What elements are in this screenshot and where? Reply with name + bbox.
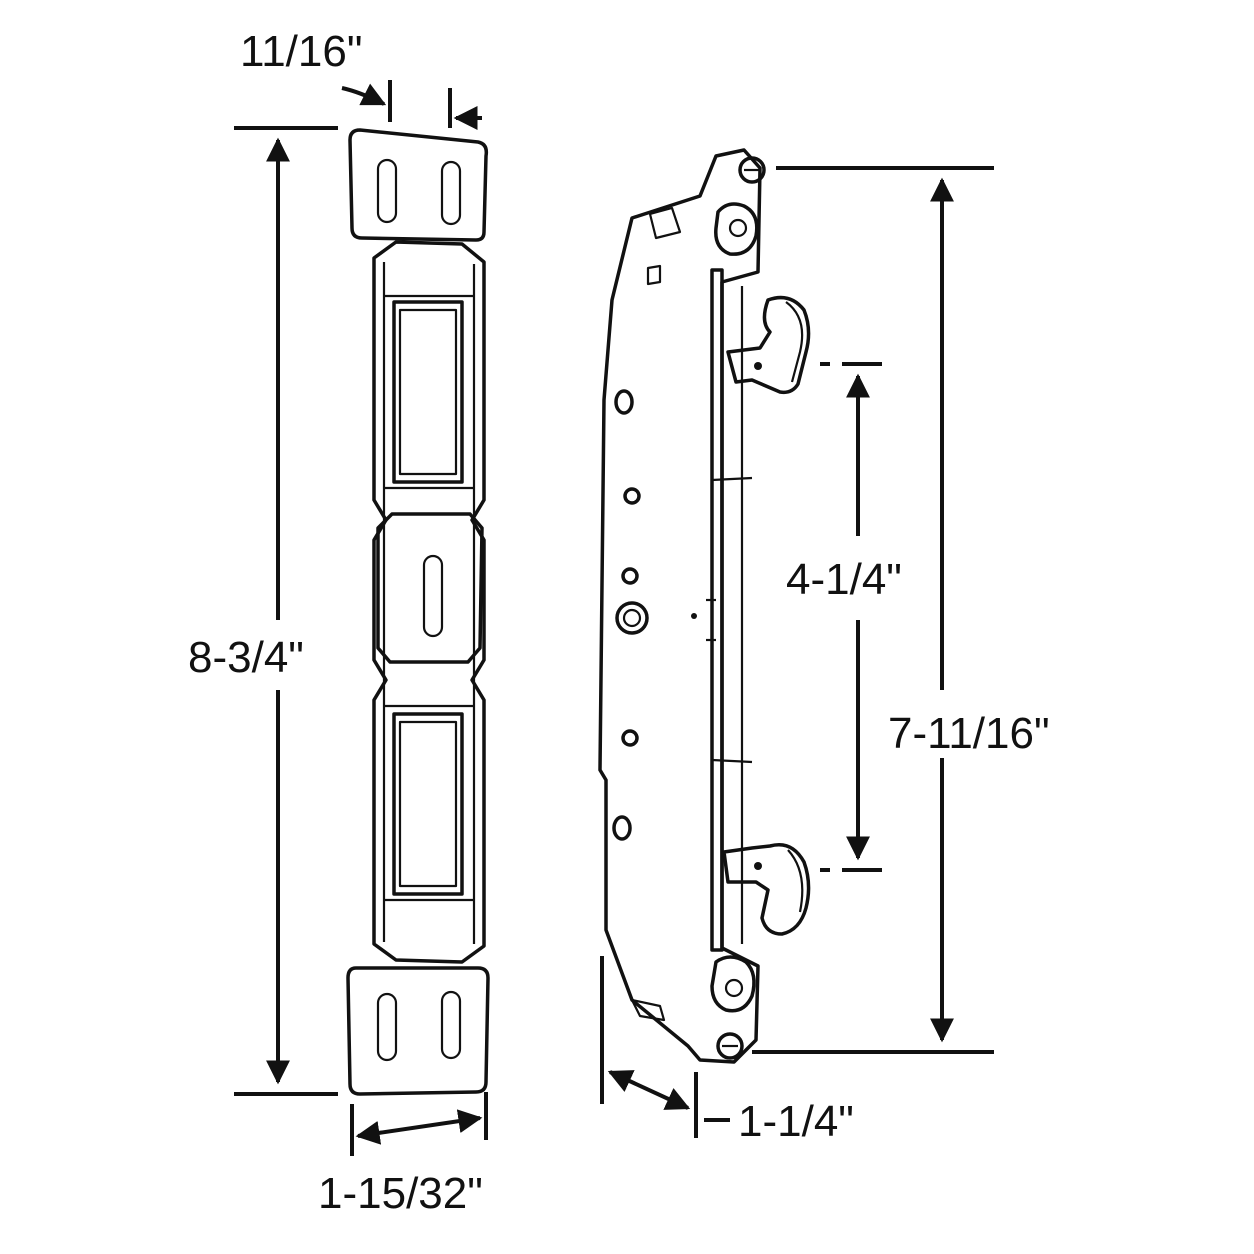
label-strike-width: 1-15/32": [318, 1169, 483, 1218]
strike-plate: [346, 128, 490, 1096]
dim-hook-spacing: 4-1/4": [786, 362, 902, 872]
lock-top-screw: [738, 156, 766, 184]
strike-center-slot: [422, 554, 444, 638]
lock-cylinder-hole: [615, 601, 649, 635]
strike-upper-window: [392, 300, 464, 484]
strike-bottom-tab: [346, 966, 490, 1096]
lock-upper-hook: [726, 295, 811, 395]
strike-bottom-slot-left: [376, 992, 398, 1062]
strike-lower-window: [392, 712, 464, 896]
dim-strike-length: 8-3/4": [188, 126, 338, 1096]
label-strike-slot-width: 11/16": [240, 27, 362, 76]
strike-top-slot-left: [376, 158, 398, 224]
label-strike-length: 8-3/4": [188, 633, 304, 682]
dim-lock-body-depth: 1-1/4": [600, 956, 854, 1146]
dim-strike-slot-width: 11/16": [240, 27, 482, 130]
strike-main-body: [372, 240, 486, 964]
lock-housing: [598, 148, 762, 1064]
strike-bottom-slot-right: [440, 990, 462, 1060]
label-lock-body-length: 7-11/16": [888, 709, 1050, 758]
lock-bottom-screw: [716, 1032, 744, 1060]
lock-lower-hook: [722, 843, 811, 936]
dim-lock-body-length: 7-11/16": [752, 166, 1050, 1054]
dim-strike-width: 1-15/32": [318, 1092, 488, 1218]
strike-top-tab: [348, 128, 489, 242]
mortise-lock-body: [598, 148, 811, 1064]
label-hook-spacing: 4-1/4": [786, 555, 902, 604]
strike-top-slot-right: [440, 160, 462, 226]
label-lock-body-depth: 1-1/4": [738, 1097, 854, 1146]
strike-center-plate: [376, 512, 484, 664]
